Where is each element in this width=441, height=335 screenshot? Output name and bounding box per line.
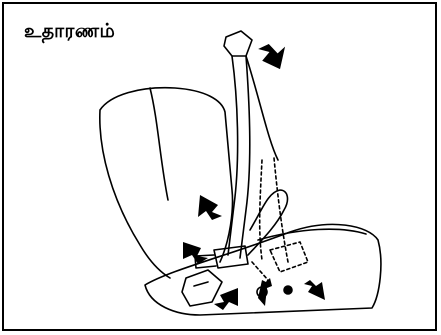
lower-buckle bbox=[182, 270, 222, 306]
arrow-icon bbox=[258, 278, 272, 306]
seat-back bbox=[100, 88, 233, 278]
shoulder-belt bbox=[228, 56, 250, 258]
arrow-icon bbox=[198, 195, 222, 220]
arrow-icon bbox=[258, 43, 287, 71]
shoulder-anchor bbox=[224, 31, 252, 56]
arrow-icon bbox=[304, 280, 325, 300]
